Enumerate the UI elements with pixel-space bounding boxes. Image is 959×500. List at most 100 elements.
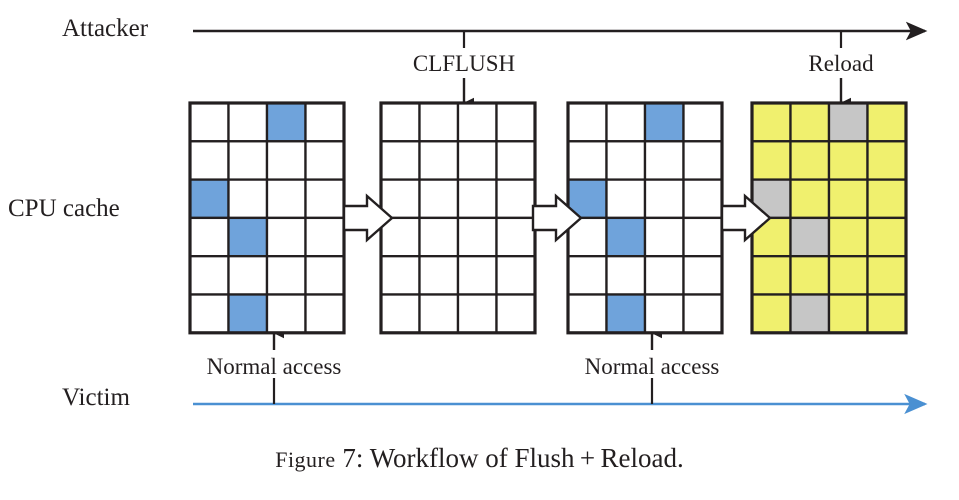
cache-cell-yellow: [827, 293, 869, 334]
cache-cell-white: [605, 101, 647, 143]
cache-cell-yellow: [827, 255, 869, 296]
cache-cell-yellow: [750, 140, 792, 181]
cache-cell-yellow: [866, 178, 908, 220]
cache-cell-white: [304, 293, 346, 334]
cache-cell-yellow: [750, 293, 792, 334]
cache-cell-white: [682, 216, 724, 258]
caption-prefix: Figure: [275, 447, 336, 472]
flow-arrow-3-shape: [531, 193, 583, 243]
cache-cell-yellow: [866, 140, 908, 181]
cache-cell-white: [495, 255, 537, 296]
cache-cell-gray: [789, 216, 831, 258]
cache-cell-white: [227, 140, 269, 181]
cache-cell-white: [304, 101, 346, 143]
cache-cell-yellow: [827, 216, 869, 258]
cache-cell-white: [682, 101, 724, 143]
cache-cell-gray: [789, 293, 831, 334]
cache-cell-yellow: [789, 101, 831, 143]
caption-text: Workflow of Flush + Reload.: [369, 443, 684, 473]
cache-cell-white: [418, 255, 460, 296]
cache-cell-white: [456, 178, 498, 220]
cache-cell-white: [188, 140, 230, 181]
cache-cell-white: [265, 178, 307, 220]
cache-cell-blue: [227, 216, 269, 258]
cache-cell-yellow: [789, 255, 831, 296]
cache-cell-white: [643, 255, 685, 296]
cache-cell-white: [227, 101, 269, 143]
cache-cell-white: [188, 293, 230, 334]
cache-cell-blue: [265, 101, 307, 143]
cache-cell-white: [495, 293, 537, 334]
cache-cell-white: [495, 140, 537, 181]
cache-cell-yellow: [866, 293, 908, 334]
cache-cell-white: [643, 178, 685, 220]
cache-cell-white: [265, 216, 307, 258]
cache-state-initial: [188, 101, 346, 335]
cache-cell-yellow: [827, 140, 869, 181]
cache-cell-white: [188, 101, 230, 143]
cache-cell-yellow: [866, 216, 908, 258]
flow-arrow-2: [720, 193, 772, 243]
cache-cell-white: [227, 255, 269, 296]
cache-cell-white: [456, 255, 498, 296]
cache-state-reloaded: [750, 101, 908, 335]
reload-operation-label: Reload: [808, 51, 874, 76]
cache-cell-yellow: [866, 255, 908, 296]
cache-cell-white: [643, 216, 685, 258]
cache-cell-white: [456, 216, 498, 258]
cache-cell-white: [456, 101, 498, 143]
cache-state-flushed: [379, 101, 537, 335]
cache-cell-yellow: [789, 140, 831, 181]
cache-cell-yellow: [750, 255, 792, 296]
caption-number: 7:: [342, 443, 364, 473]
cache-cell-white: [304, 216, 346, 258]
cache-cell-yellow: [827, 178, 869, 220]
cache-cell-white: [605, 140, 647, 181]
cache-cell-white: [188, 216, 230, 258]
cache-state-victim-access: [566, 101, 724, 335]
flow-arrow-1: [342, 193, 394, 243]
cache-cell-white: [682, 140, 724, 181]
cache-cell-blue: [188, 178, 230, 220]
cache-cell-white: [495, 178, 537, 220]
cache-cell-white: [418, 140, 460, 181]
cache-cell-white: [605, 255, 647, 296]
clflush-operation-label: CLFLUSH: [412, 51, 516, 76]
cache-cell-white: [605, 178, 647, 220]
cache-cell-white: [418, 216, 460, 258]
cache-cell-white: [495, 216, 537, 258]
cache-cell-white: [682, 255, 724, 296]
cache-cell-white: [682, 293, 724, 334]
cache-cell-white: [566, 140, 608, 181]
cache-cell-white: [566, 101, 608, 143]
cache-cell-white: [265, 293, 307, 334]
cache-cell-white: [265, 255, 307, 296]
cache-cell-white: [495, 101, 537, 143]
cache-cell-white: [265, 140, 307, 181]
cache-cell-white: [379, 293, 421, 334]
cache-cell-yellow: [789, 178, 831, 220]
cache-cell-yellow: [750, 101, 792, 143]
cache-cell-white: [566, 255, 608, 296]
cache-cell-gray: [827, 101, 869, 143]
cache-cell-blue: [227, 293, 269, 334]
cache-cell-white: [188, 255, 230, 296]
cache-cell-white: [456, 293, 498, 334]
cache-cell-white: [304, 255, 346, 296]
cache-cell-white: [643, 293, 685, 334]
flow-arrow-3: [531, 193, 583, 243]
cache-cell-yellow: [866, 101, 908, 143]
cache-cell-white: [379, 255, 421, 296]
cache-cell-blue: [605, 293, 647, 334]
cache-cell-white: [418, 293, 460, 334]
cache-cell-white: [418, 101, 460, 143]
cpu-cache-label: CPU cache: [8, 195, 120, 222]
cache-cell-white: [304, 178, 346, 220]
victim-lane-label: Victim: [62, 384, 130, 411]
cache-cell-white: [566, 293, 608, 334]
cache-cell-white: [379, 140, 421, 181]
cache-cell-white: [682, 178, 724, 220]
flow-arrow-1-shape: [342, 193, 394, 243]
cache-cell-white: [227, 178, 269, 220]
